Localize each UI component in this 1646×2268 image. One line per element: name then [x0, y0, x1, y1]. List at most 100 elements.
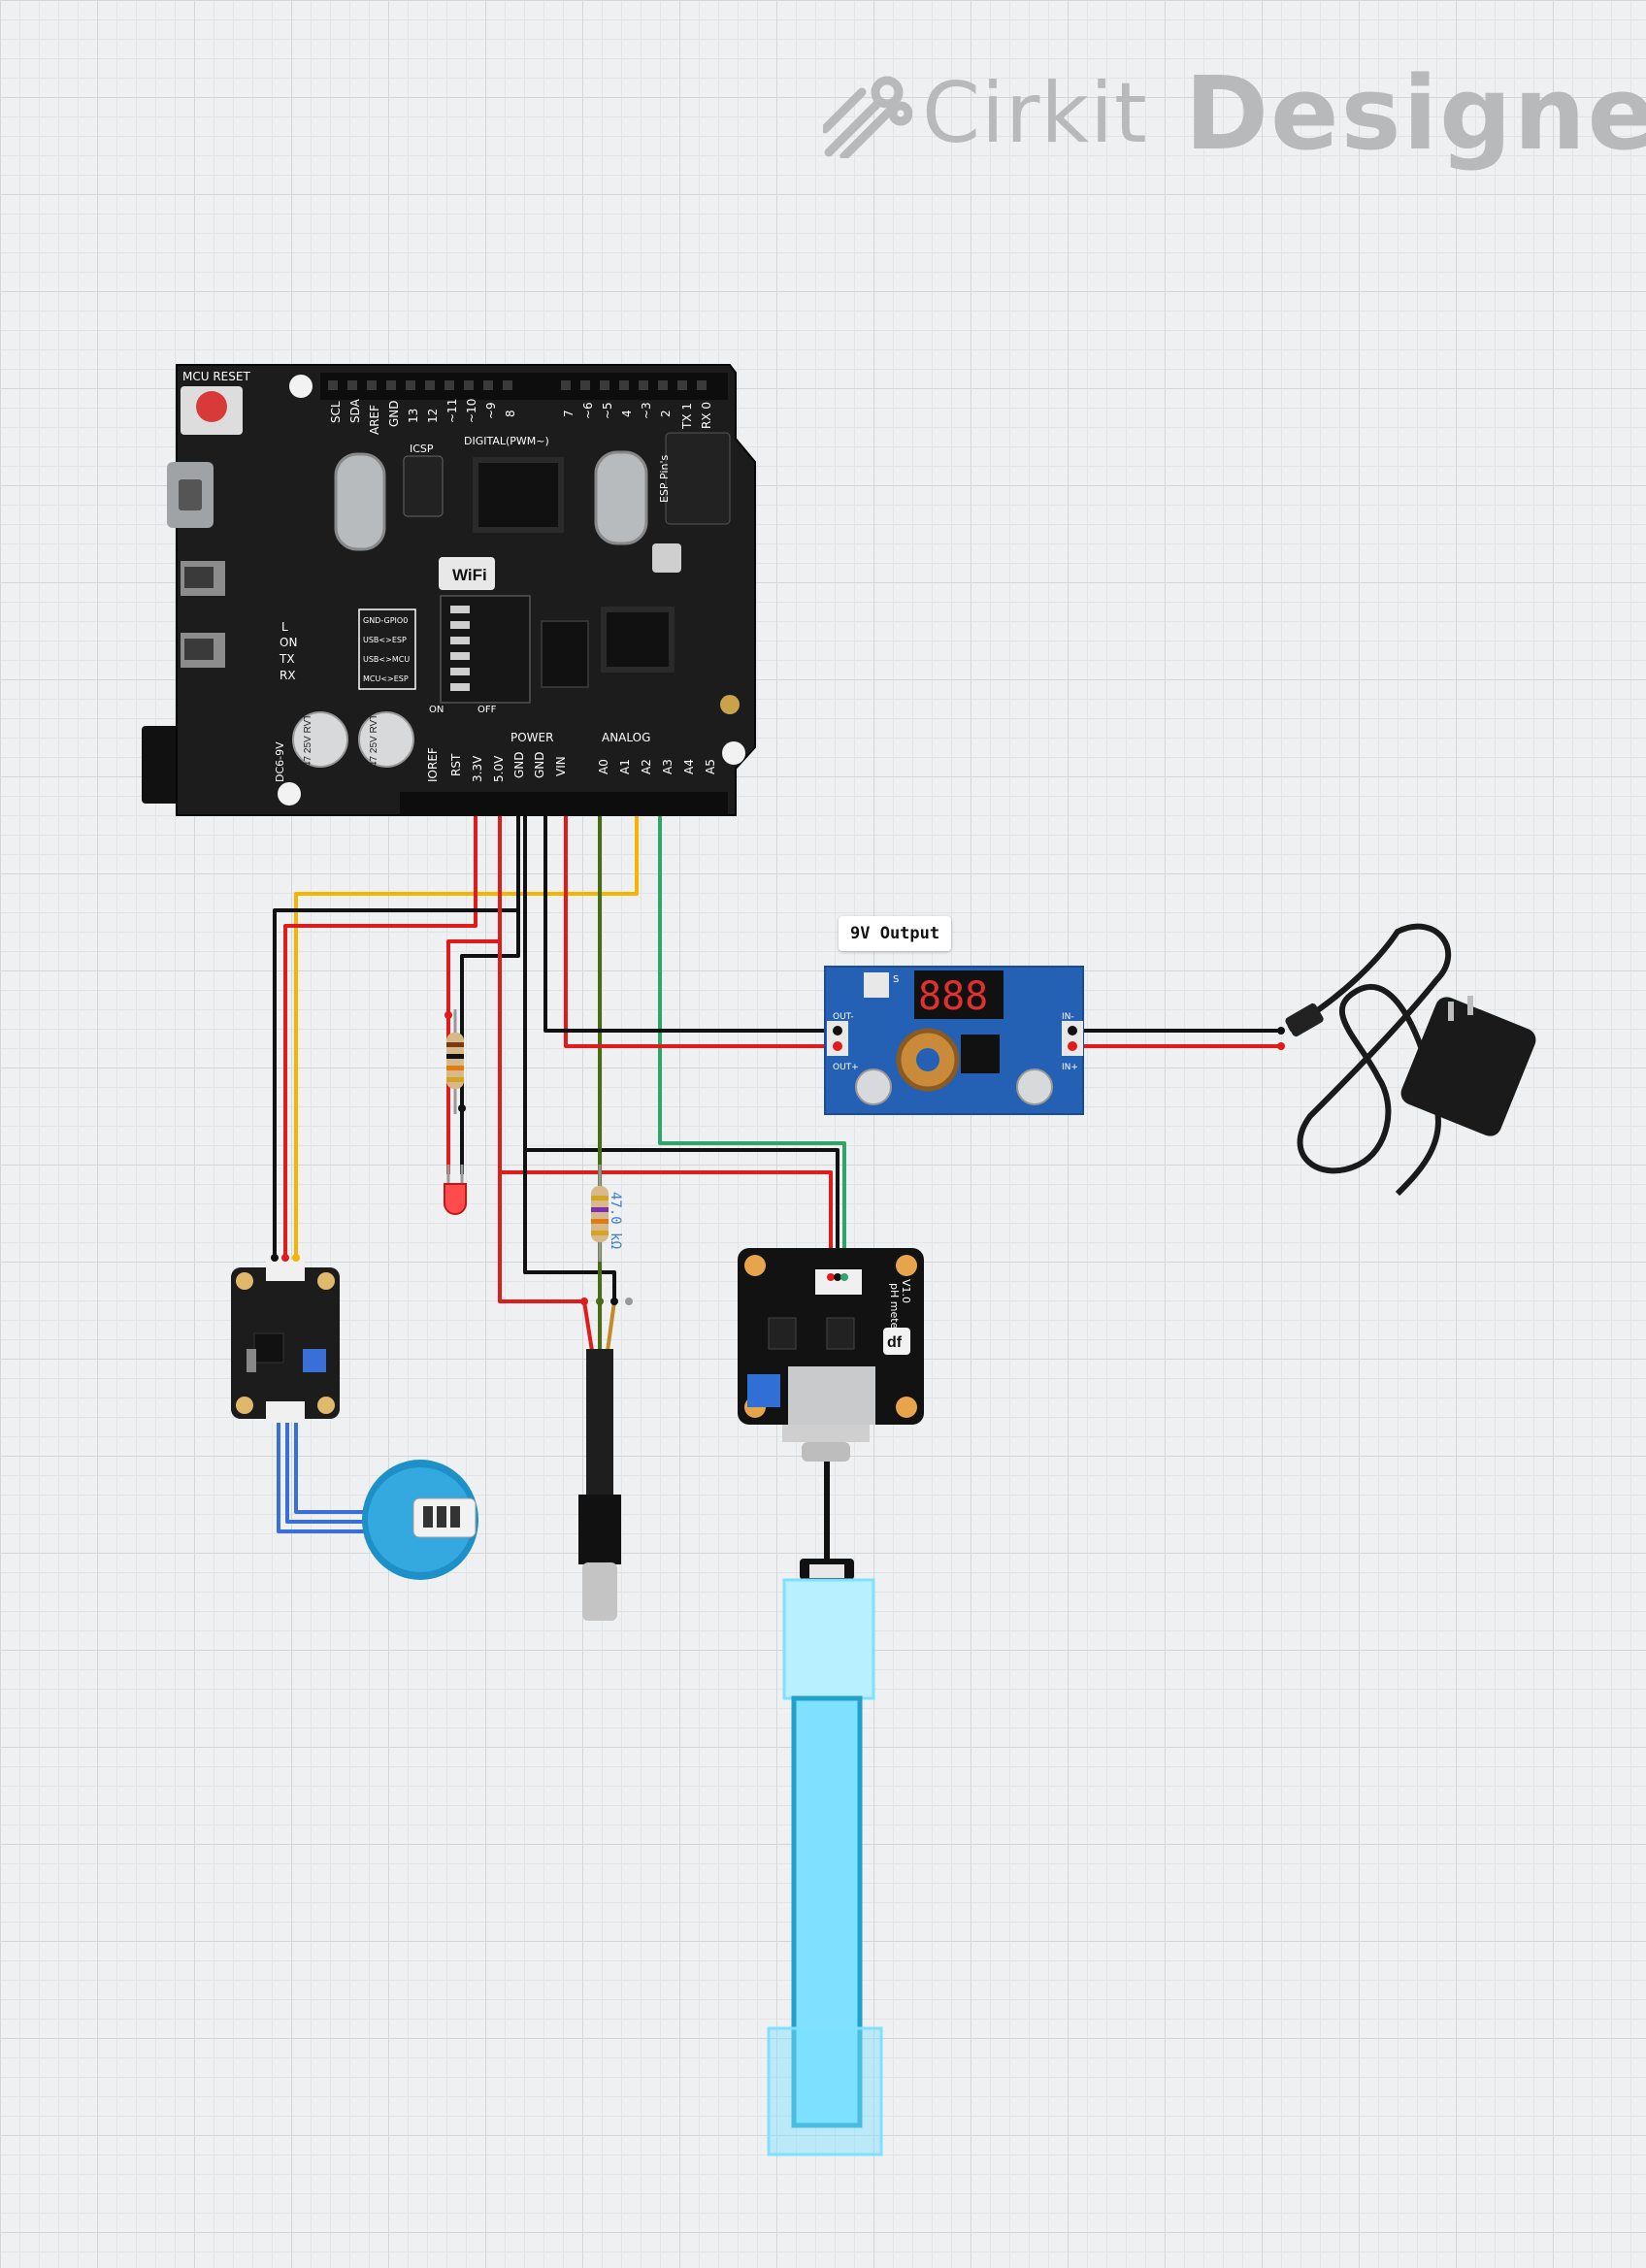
pin-label-8: 8	[504, 410, 517, 417]
ph-brand-label: df	[887, 1334, 903, 1351]
pin-label-a4: A4	[682, 759, 696, 774]
brand-name-cirkit: Cirkit	[922, 65, 1148, 162]
bnc-connector	[788, 1366, 875, 1425]
dc-plug	[1285, 1003, 1324, 1037]
pin-label-3: ~3	[640, 402, 653, 419]
wire-a3-ph-signal[interactable]	[658, 804, 846, 1277]
capacitor	[358, 711, 414, 768]
voltage-display	[914, 970, 1004, 1019]
svg-text:L: L	[281, 620, 288, 634]
pin-label-a1: A1	[618, 759, 632, 774]
wire-gnd-probe[interactable]	[523, 804, 616, 1301]
cirkit-logo-icon	[823, 76, 912, 158]
ph-meter-module[interactable]: pH meter V1.0 df	[738, 1248, 924, 1462]
switch-table: GND-GPIO0 USB<>ESP USB<>MCU MCU<>ESP	[358, 608, 416, 690]
ph-probe-cap	[782, 1578, 875, 1700]
buck-s-button[interactable]	[864, 972, 889, 998]
tds-input-connector	[266, 1260, 305, 1281]
ph-meter-label: pH meter	[888, 1283, 901, 1333]
arduino-wifi-board[interactable]: SCL SDA AREF GND 13 12 ~11 ~10 ~9 8 7 ~6…	[142, 364, 756, 816]
probe-tip	[582, 1562, 617, 1621]
buck-in-terminal[interactable]	[1062, 1021, 1083, 1056]
wire-gnd-buck-out-minus[interactable]	[543, 804, 837, 1033]
pin-label-4: 4	[620, 410, 634, 417]
pin-label-12: 12	[426, 409, 440, 423]
capacitor-label: 47 25V RVT	[369, 714, 379, 767]
mcu-chip	[473, 457, 564, 533]
pin-label-2: 2	[659, 410, 673, 417]
tds-sensor-module[interactable]	[231, 1254, 340, 1423]
pin-label-aref: AREF	[368, 405, 381, 435]
pin-label-9: ~9	[484, 402, 498, 419]
wire-gnd-ph[interactable]	[525, 1148, 839, 1277]
pin-label-gnd: GND	[387, 400, 401, 427]
probe-cable	[586, 1349, 613, 1496]
svg-text:USB<>ESP: USB<>ESP	[363, 636, 407, 644]
wifi-label: WiFi	[452, 566, 487, 584]
power-adapter[interactable]	[1284, 923, 1539, 1197]
conductivity-electrode[interactable]	[362, 1460, 478, 1580]
buck-out-terminal[interactable]	[827, 1021, 848, 1056]
temperature-probe[interactable]	[578, 1298, 633, 1621]
tds-output-connector	[266, 1401, 305, 1423]
wire-vin-buck-out-plus[interactable]	[564, 804, 837, 1048]
pin-label-7: 7	[562, 410, 576, 417]
off-label: OFF	[477, 705, 497, 715]
pin-label-scl: SCL	[329, 401, 343, 423]
svg-text:ON: ON	[280, 636, 297, 649]
wire-gnd-led[interactable]	[460, 804, 520, 1174]
pin-label-11: ~11	[445, 399, 459, 423]
ph-connector	[815, 1269, 862, 1295]
regulator-chip	[961, 1035, 1000, 1073]
probe-sleeve	[578, 1495, 621, 1564]
mount-hole	[289, 375, 313, 398]
wires	[273, 804, 1281, 1561]
buck-converter[interactable]: 888 S OUT- OUT+ IN- IN+	[824, 966, 1084, 1115]
status-leds: L ON TX RX	[279, 620, 297, 682]
voltage-display-digits: 888	[918, 974, 988, 1019]
red-led[interactable]	[444, 1165, 467, 1215]
pin-label-10: ~10	[465, 399, 478, 423]
esp-header	[665, 432, 731, 525]
cirkit-designer-logo: Cirkit Designer	[823, 54, 1646, 173]
digital-label: DIGITAL(PWM~)	[464, 435, 549, 447]
usb-chip	[601, 607, 675, 673]
analog-label: ANALOG	[602, 731, 650, 744]
ph-meter-version: V1.0	[900, 1279, 912, 1303]
led-resistor[interactable]	[444, 1009, 466, 1114]
wire-5v-probe[interactable]	[498, 804, 584, 1303]
wire-5v-ph[interactable]	[500, 1170, 833, 1277]
wire-a2-tds-signal[interactable]	[294, 804, 639, 1258]
esp-pins-label: ESP Pin's	[658, 454, 671, 503]
pin-label-5: ~5	[601, 402, 614, 419]
dc-label: DC6-9V	[274, 741, 286, 782]
pin-label-a2: A2	[640, 759, 653, 774]
out-plus-label: OUT+	[833, 1063, 859, 1072]
pin-label-vin: VIN	[554, 756, 568, 776]
resistor-value-label: 47.0 kΩ	[608, 1192, 623, 1249]
in-plus-label: IN+	[1062, 1063, 1078, 1072]
bottom-header	[400, 792, 728, 815]
pin-label-ioref: IOREF	[426, 747, 440, 782]
buck-output-tooltip: 9V Output	[839, 916, 952, 951]
ph-probe-body	[791, 1695, 863, 2128]
svg-text:GND-GPIO0: GND-GPIO0	[363, 616, 408, 625]
reset-button[interactable]	[196, 391, 227, 422]
pin-label-a3: A3	[661, 759, 675, 774]
pin-label-tx1: TX 1	[680, 403, 694, 430]
pin-label-3v3: 3.3V	[471, 755, 484, 782]
top-pin-labels: SCL SDA AREF GND 13 12 ~11 ~10 ~9 8 7 ~6…	[329, 398, 713, 435]
pin-label-5v: 5.0V	[492, 755, 506, 782]
buck-s-label: S	[893, 974, 899, 985]
wire-3v3-tds-vcc[interactable]	[283, 804, 477, 1258]
esp-reset-button[interactable]	[652, 543, 681, 573]
ph-probe[interactable]	[767, 1559, 883, 2156]
svg-text:MCU<>ESP: MCU<>ESP	[363, 674, 409, 683]
wire-gnd-tds-gnd[interactable]	[273, 804, 520, 1258]
capacitor-label: 47 25V RVT	[303, 714, 313, 767]
svg-text:TX: TX	[279, 652, 295, 666]
pullup-resistor-47k[interactable]: 47.0 kΩ	[591, 1165, 623, 1262]
pin-label-6: ~6	[581, 402, 595, 419]
bottom-pin-labels: IOREF RST 3.3V 5.0V GND GND VIN A0 A1 A2…	[426, 747, 717, 782]
